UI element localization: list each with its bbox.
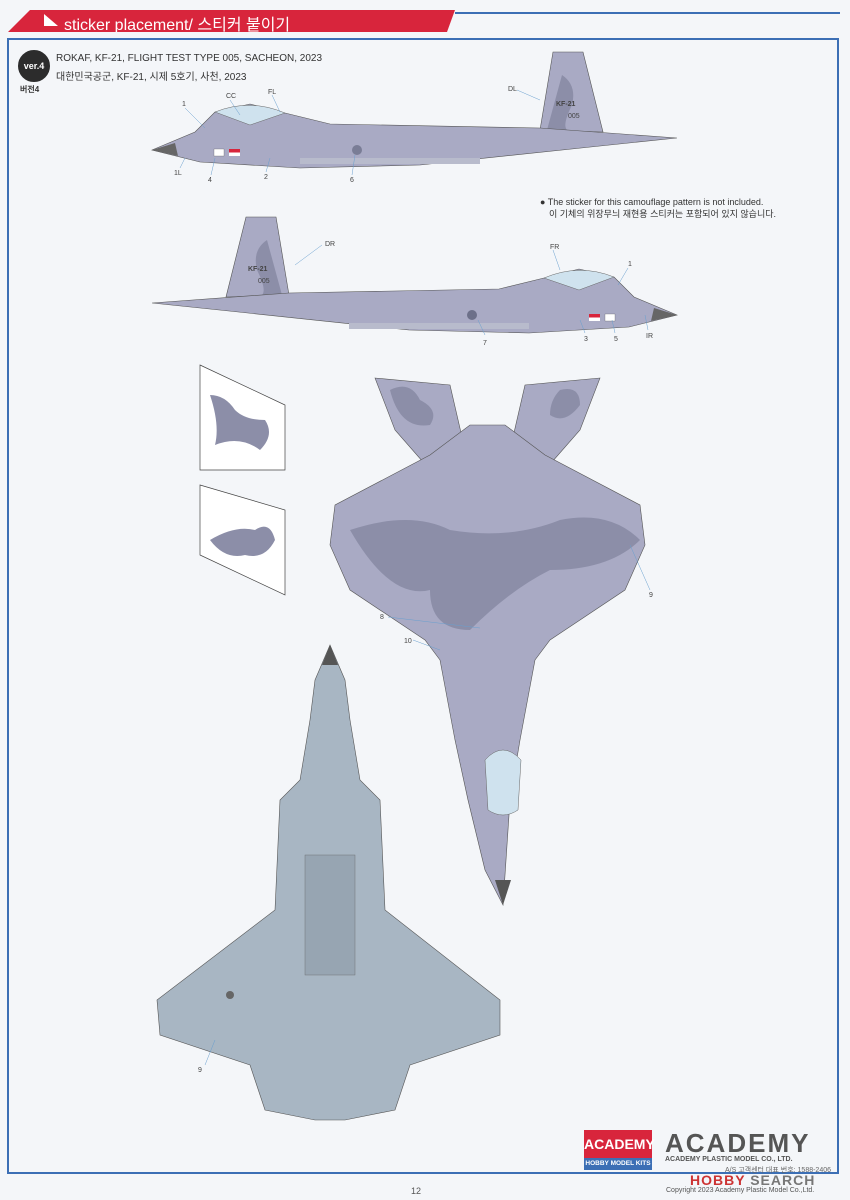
note-ko: 이 기체의 위장무늬 재현용 스티커는 포함되어 있지 않습니다. — [549, 209, 777, 219]
callout: 9 — [649, 592, 653, 599]
page-number: 12 — [411, 1186, 422, 1196]
logo-top: ACADEMY — [584, 1130, 655, 1158]
callout: 4 — [208, 177, 212, 184]
tail-marking: KF-21 — [556, 101, 576, 108]
bottom-view: 9 — [156, 644, 501, 1121]
callout: CC — [226, 93, 236, 100]
callout: 8 — [380, 614, 384, 621]
section-header: sticker placement/ 스티커 붙이기 — [8, 10, 455, 32]
callout: DL — [508, 86, 517, 93]
version-label: 버전4 — [20, 85, 40, 94]
tail-marking: KF-21 — [248, 266, 268, 273]
brand-wordmark: ACADEMY — [665, 1128, 811, 1158]
copyright: Copyright 2023 Academy Plastic Model Co.… — [666, 1187, 815, 1194]
tail-serial: 005 — [568, 113, 580, 120]
callout: 1 — [628, 261, 632, 268]
triangle-icon — [44, 14, 58, 26]
callout: 6 — [350, 177, 354, 184]
camouflage-note: ● The sticker for this camouflage patter… — [540, 196, 776, 220]
fin-detail-insets — [199, 364, 286, 596]
version-badge: ver.4 — [18, 50, 50, 82]
subject-title-en: ROKAF, KF-21, FLIGHT TEST TYPE 005, SACH… — [56, 53, 323, 64]
side-view-right: KF-21 005 DR FR 1 7 3 5 IR — [151, 216, 678, 347]
callout: DR — [325, 241, 335, 248]
tail-serial: 005 — [258, 278, 270, 285]
academy-logo: ACADEMY HOBBY MODEL KITS — [584, 1130, 655, 1172]
header-rule — [455, 12, 840, 14]
callout: 3 — [584, 336, 588, 343]
watermark: HOBBY SEARCH — [690, 1172, 815, 1188]
subject-title-ko: 대한민국공군, KF-21, 시제 5호기, 사천, 2023 — [56, 72, 247, 83]
callout: FR — [550, 244, 559, 251]
side-view-left: KF-21 005 1 CC FL DL 1L 4 2 6 — [151, 51, 678, 184]
note-en: The sticker for this camouflage pattern … — [547, 197, 764, 207]
section-title: sticker placement/ 스티커 붙이기 — [64, 17, 291, 34]
callout: IR — [646, 333, 653, 340]
watermark-a: HOBBY — [690, 1172, 746, 1188]
callout: 1L — [174, 170, 182, 177]
callout: FL — [268, 89, 276, 96]
callout: 10 — [404, 638, 412, 645]
logo-bottom: HOBBY MODEL KITS — [584, 1158, 652, 1170]
callout: 9 — [198, 1067, 202, 1074]
content-frame — [7, 38, 839, 1174]
top-view: 8 10 9 — [329, 377, 653, 907]
callout: 7 — [483, 340, 487, 347]
service-number: A/S 고객센터 대표 번호: 1588-2406 — [725, 1167, 832, 1174]
callout: 2 — [264, 174, 268, 181]
callout: 1 — [182, 101, 186, 108]
company-name: ACADEMY PLASTIC MODEL CO., LTD. — [665, 1156, 793, 1163]
bullet-icon: ● — [540, 197, 548, 207]
watermark-b: SEARCH — [745, 1172, 816, 1188]
callout: 5 — [614, 336, 618, 343]
